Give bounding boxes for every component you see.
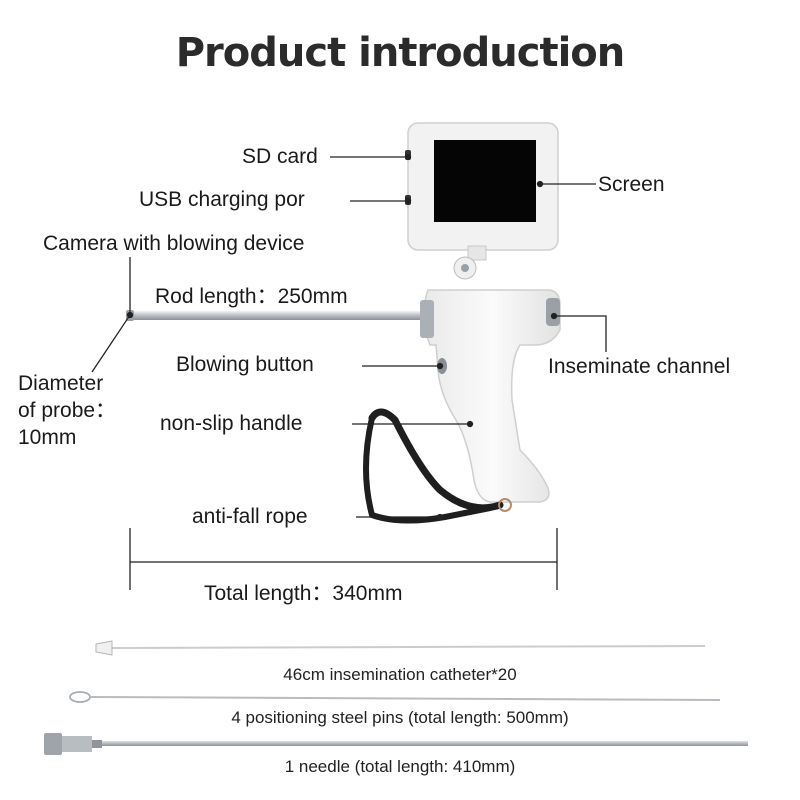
label-screen: Screen <box>598 173 665 196</box>
channel-port <box>546 298 560 326</box>
page-title: Product introduction <box>175 30 626 76</box>
screen-display <box>434 140 536 222</box>
catheter-drawing <box>95 640 706 656</box>
rod-collar <box>420 300 434 338</box>
label-sd-card: SD card <box>242 145 318 168</box>
positioning-pin-drawing <box>69 691 721 703</box>
label-total-length: Total length：340mm <box>204 582 403 605</box>
strap <box>368 408 504 512</box>
needle-drawing <box>44 733 748 755</box>
rod <box>130 311 430 320</box>
label-diameter: Diameter of probe： 10mm <box>18 372 117 449</box>
leader-lines <box>91 153 607 590</box>
strap-back <box>363 415 493 524</box>
pivot-mount <box>453 245 487 280</box>
label-inseminate-channel: Inseminate channel <box>548 355 731 378</box>
label-camera: Camera with blowing device <box>43 232 305 255</box>
strap-ring <box>498 498 512 512</box>
label-rope: anti-fall rope <box>192 505 308 528</box>
label-blowing-button: Blowing button <box>176 353 314 376</box>
label-rod-length: Rod length：250mm <box>155 285 348 308</box>
caption-needle: 1 needle (total length: 410mm) <box>284 757 516 776</box>
label-usb-port: USB charging por <box>139 188 305 211</box>
caption-catheter: 46cm insemination catheter*20 <box>283 665 517 684</box>
label-handle: non-slip handle <box>160 412 303 435</box>
caption-pins: 4 positioning steel pins (total length: … <box>231 708 569 727</box>
gun-body <box>420 289 561 503</box>
screen-housing <box>405 122 559 251</box>
